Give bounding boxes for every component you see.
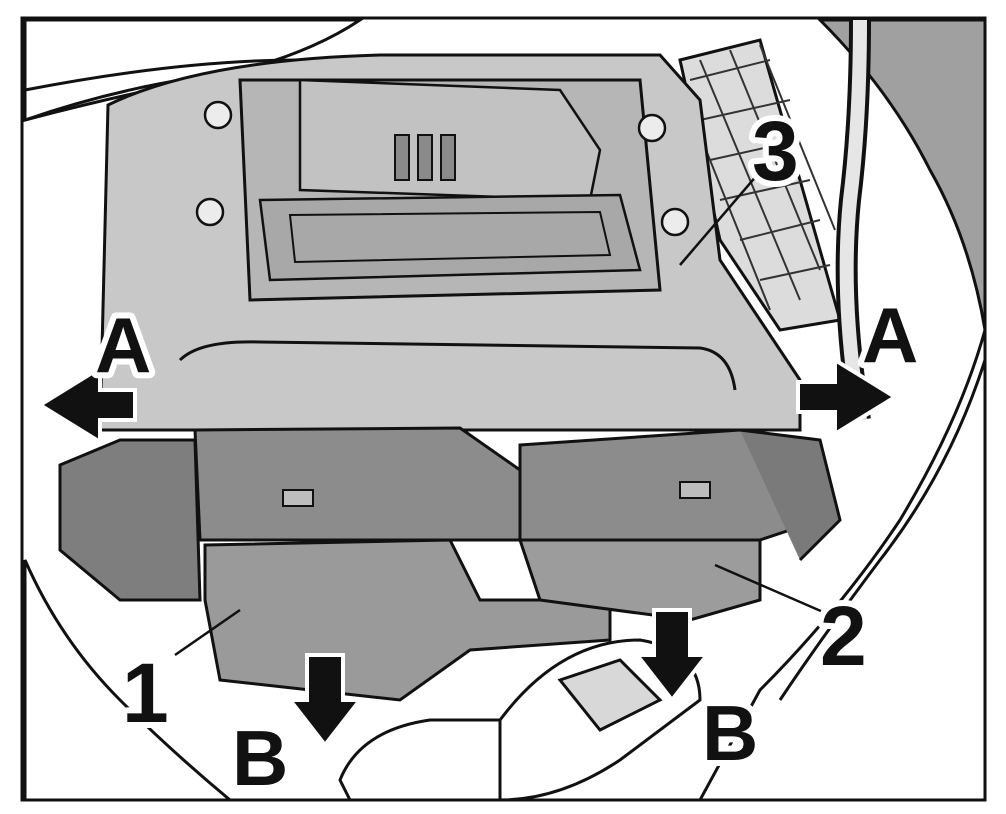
control-unit-housing [98,53,802,432]
connector-2 [517,428,842,622]
callout-2: 2 [820,589,867,683]
release-lever [338,638,702,802]
label-b-left: B [232,714,288,802]
arrow-right-icon [796,356,899,438]
diagram-frame [20,16,987,802]
plug-contacts [394,134,456,181]
callout-3: 3 [752,104,799,198]
arrow-down-icon [285,653,365,749]
label-b-right: B [702,689,758,777]
arrow-down-icon [632,608,712,704]
callout-leaders [174,159,831,657]
mounting-screws [195,100,690,237]
engine-bay-surroundings [23,18,987,802]
label-a-left: A [95,301,151,389]
label-a-right: A [862,291,918,379]
callout-1: 1 [122,646,169,740]
arrow-left-icon [36,364,137,446]
